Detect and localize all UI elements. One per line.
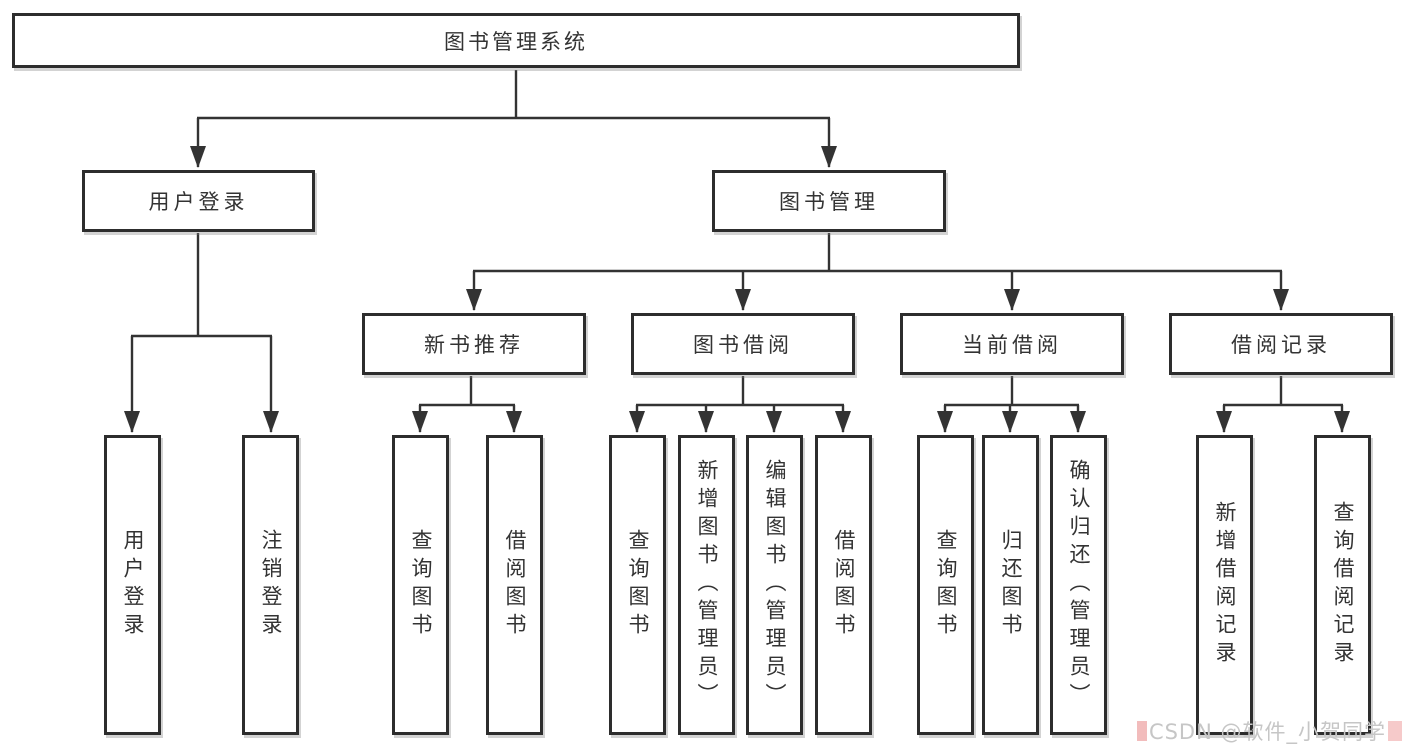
node-borrow-records: 借阅记录 — [1169, 313, 1393, 375]
csdn-watermark: CSDN @软件_小贺同学 — [1136, 718, 1402, 744]
node-leaf-query-books: 查询图书 — [917, 435, 974, 735]
node-label: 查询图书 — [934, 529, 958, 641]
node-label: 用户登录 — [121, 529, 145, 641]
node-label: 编辑图书（管理员） — [763, 459, 787, 711]
node-label: 图书管理 — [779, 190, 879, 214]
node-leaf-logout: 注销登录 — [242, 435, 299, 735]
node-label: 新增借阅记录 — [1213, 501, 1237, 669]
watermark-accent-right — [1388, 721, 1402, 741]
node-leaf-confirm-return-admin: 确认归还（管理员） — [1050, 435, 1107, 735]
watermark-accent-left — [1136, 721, 1147, 741]
node-label: 查询图书 — [409, 529, 433, 641]
node-leaf-add-books-admin: 新增图书（管理员） — [678, 435, 735, 735]
node-label: 查询借阅记录 — [1331, 501, 1355, 669]
node-leaf-add-borrow-record: 新增借阅记录 — [1196, 435, 1253, 735]
node-new-book-recommend: 新书推荐 — [362, 313, 586, 375]
node-leaf-query-books: 查询图书 — [392, 435, 449, 735]
node-leaf-user-login: 用户登录 — [104, 435, 161, 735]
node-book-management: 图书管理 — [712, 170, 946, 232]
node-leaf-query-borrow-record: 查询借阅记录 — [1314, 435, 1371, 735]
node-label: 借阅图书 — [503, 529, 527, 641]
node-label: 归还图书 — [999, 529, 1023, 641]
node-label: 借阅记录 — [1231, 333, 1331, 357]
node-label: 借阅图书 — [832, 529, 856, 641]
watermark-text: CSDN @软件_小贺同学 — [1148, 720, 1386, 744]
node-label: 用户登录 — [148, 190, 249, 214]
node-library-system: 图书管理系统 — [12, 13, 1020, 68]
node-leaf-return-books: 归还图书 — [982, 435, 1039, 735]
node-book-borrow: 图书借阅 — [631, 313, 855, 375]
node-label: 注销登录 — [259, 529, 283, 641]
node-leaf-query-books: 查询图书 — [609, 435, 666, 735]
node-label: 图书借阅 — [693, 333, 793, 357]
node-label: 新书推荐 — [424, 333, 524, 357]
node-leaf-edit-books-admin: 编辑图书（管理员） — [746, 435, 803, 735]
node-label: 图书管理系统 — [444, 29, 588, 54]
node-current-borrow: 当前借阅 — [900, 313, 1124, 375]
node-label: 当前借阅 — [962, 333, 1062, 357]
node-leaf-borrow-books: 借阅图书 — [815, 435, 872, 735]
node-user-login: 用户登录 — [82, 170, 315, 232]
node-label: 查询图书 — [626, 529, 650, 641]
node-label: 确认归还（管理员） — [1067, 459, 1091, 711]
node-leaf-borrow-books: 借阅图书 — [486, 435, 543, 735]
node-label: 新增图书（管理员） — [695, 459, 719, 711]
